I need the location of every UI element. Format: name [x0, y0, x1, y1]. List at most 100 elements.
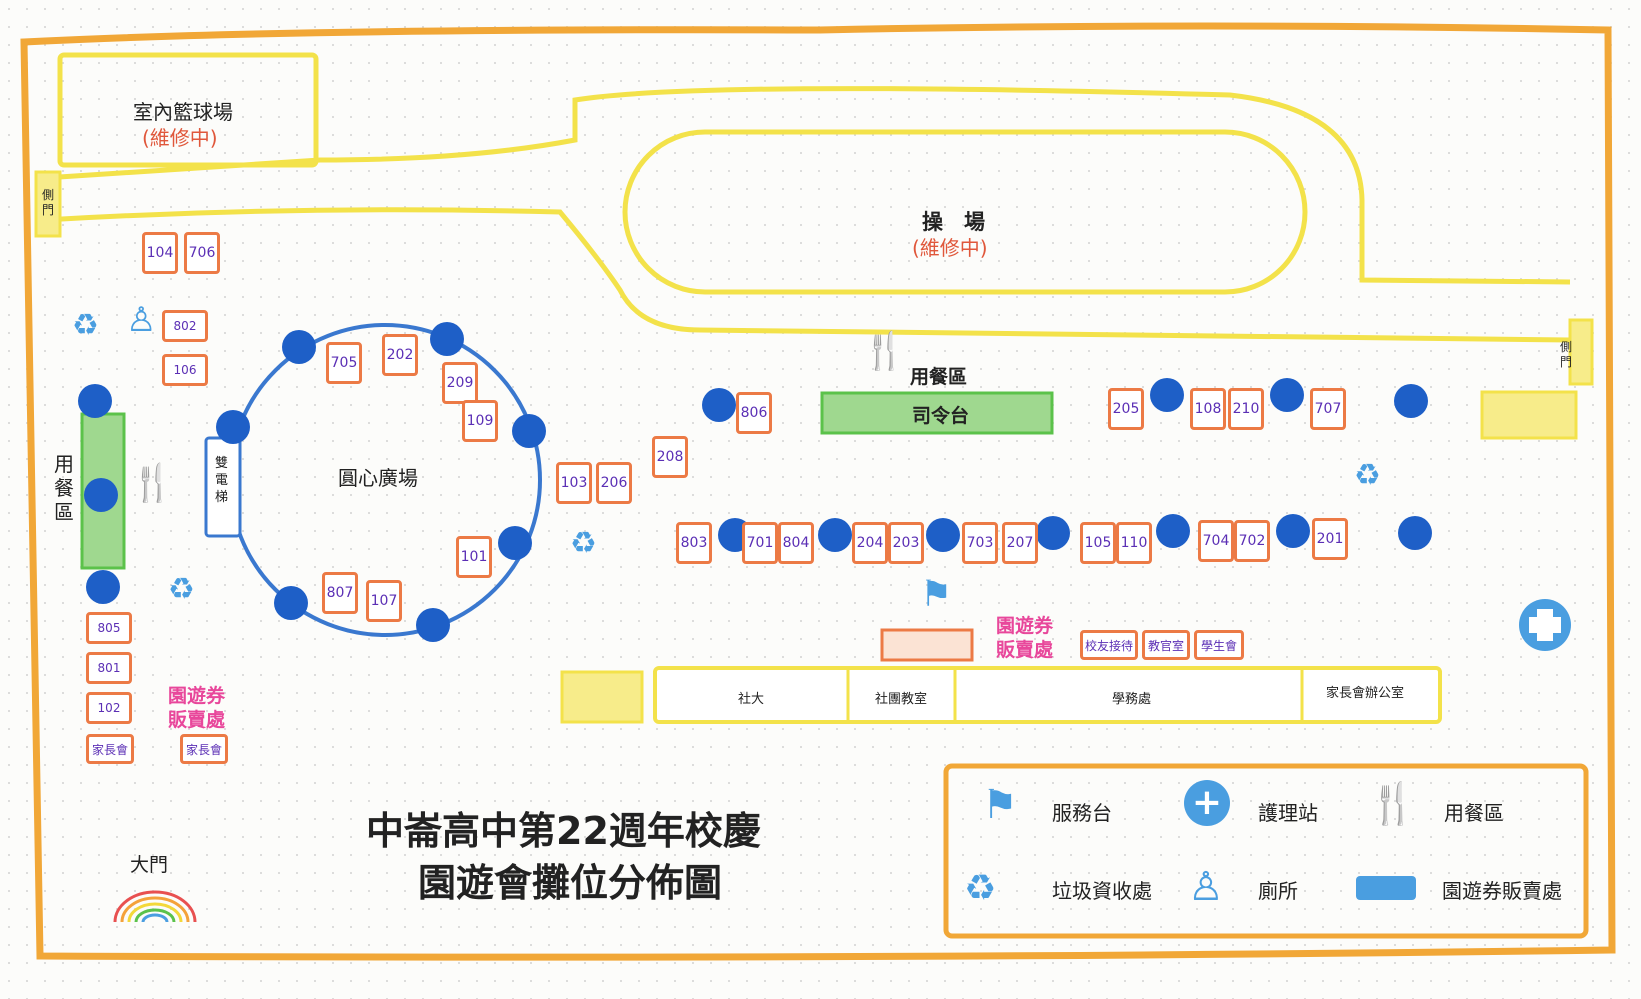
building-strip	[653, 666, 1442, 724]
booth[interactable]: 204	[852, 522, 888, 564]
building-label: 社大	[738, 692, 765, 707]
toilet-box-right	[1480, 390, 1578, 440]
booth[interactable]: 707	[1310, 388, 1346, 430]
track-oval	[622, 129, 1308, 295]
booth[interactable]: 703	[962, 522, 998, 564]
legend-service: 服務台	[1052, 801, 1112, 825]
booth[interactable]: 210	[1228, 388, 1264, 430]
recycle-icon: ♻	[1354, 458, 1381, 493]
booth[interactable]: 105	[1080, 522, 1116, 564]
booth[interactable]: 802	[162, 310, 208, 342]
building-label: 學務處	[1112, 692, 1152, 707]
booth[interactable]: 706	[184, 232, 220, 274]
side-gate-right	[1568, 318, 1594, 386]
stage-label: 司令台	[912, 405, 970, 427]
booth[interactable]: 202	[382, 334, 418, 376]
booth[interactable]: 108	[1190, 388, 1226, 430]
booth-alumni[interactable]: 校友接待	[1080, 630, 1138, 660]
booth[interactable]: 702	[1234, 520, 1270, 562]
booth[interactable]: 806	[736, 392, 772, 434]
map-title-line1: 中崙高中第22週年校慶	[366, 809, 761, 853]
stage-green	[820, 391, 1054, 435]
booth[interactable]: 109	[462, 400, 498, 442]
booth[interactable]: 101	[456, 536, 492, 578]
booth[interactable]: 110	[1116, 522, 1152, 564]
side-gate-left-label: 側門	[42, 188, 55, 217]
booth[interactable]: 805	[86, 612, 132, 644]
path-top-inner	[43, 207, 1571, 343]
service-desk	[880, 628, 974, 662]
recycle-icon: ♻	[964, 868, 997, 909]
booth[interactable]: 701	[742, 522, 778, 564]
booth[interactable]: 104	[142, 232, 178, 274]
booth[interactable]: 103	[556, 462, 592, 504]
tree	[86, 570, 120, 604]
field-label: 操 場	[922, 210, 985, 234]
booth-military[interactable]: 教官室	[1142, 630, 1190, 660]
legend-recycle: 垃圾資收處	[1052, 879, 1152, 903]
recycle-icon: ♻	[168, 572, 195, 607]
booth-student-council[interactable]: 學生會	[1194, 630, 1244, 660]
fork-icon: 🍴	[130, 463, 175, 504]
tree	[78, 384, 112, 418]
tree	[512, 414, 546, 448]
booth[interactable]: 107	[366, 580, 402, 622]
tree	[926, 518, 960, 552]
booth[interactable]: 705	[326, 342, 362, 384]
tree	[1394, 384, 1428, 418]
booth[interactable]: 803	[676, 522, 712, 564]
tree	[1156, 514, 1190, 548]
booth[interactable]: 704	[1198, 520, 1234, 562]
dining-left-label: 用餐區	[54, 452, 74, 524]
tree	[416, 608, 450, 642]
main-gate-label: 大門	[130, 854, 169, 876]
indoor-court-repair: (維修中)	[142, 126, 218, 150]
indoor-court-outline	[57, 52, 319, 168]
flag-icon: ⚑	[982, 782, 1018, 828]
booth[interactable]: 203	[888, 522, 924, 564]
booth[interactable]: 209	[442, 362, 478, 404]
recycle-icon: ♻	[570, 526, 597, 561]
booth[interactable]: 208	[652, 436, 688, 478]
legend-dining: 用餐區	[1444, 801, 1504, 825]
indoor-court-label: 室內籃球場	[133, 100, 233, 124]
booth[interactable]: 102	[86, 692, 132, 724]
booth[interactable]: 206	[596, 462, 632, 504]
fork-icon: 🍴	[1368, 781, 1418, 827]
recycle-icon: ♻	[72, 308, 99, 343]
tree	[818, 518, 852, 552]
tree	[1276, 514, 1310, 548]
building-label: 社團教室	[875, 692, 928, 707]
booth[interactable]: 205	[1108, 388, 1144, 430]
tree	[430, 322, 464, 356]
toilet-icon: ♙	[1188, 864, 1224, 910]
path-top	[43, 86, 1571, 285]
tree	[1270, 378, 1304, 412]
ticket-icon	[1356, 876, 1416, 900]
tree	[498, 526, 532, 560]
tree	[1150, 378, 1184, 412]
rainbow-icon	[113, 890, 197, 923]
booth-parents[interactable]: 家長會	[180, 734, 228, 764]
legend-nurse: 護理站	[1258, 801, 1318, 825]
booth[interactable]: 807	[322, 572, 358, 614]
tree	[702, 388, 736, 422]
booth[interactable]: 207	[1002, 522, 1038, 564]
tree	[1036, 516, 1070, 550]
dining-top-label: 用餐區	[910, 366, 968, 388]
booth[interactable]: 804	[778, 522, 814, 564]
ticket-sales-left: 園遊券販賣處	[168, 685, 226, 731]
side-gate-right-label: 側門	[1560, 340, 1573, 369]
booth[interactable]: 106	[162, 354, 208, 386]
legend-toilet: 廁所	[1258, 879, 1298, 903]
toilet-box-bottom	[560, 670, 644, 724]
flag-icon: ⚑	[920, 574, 953, 615]
booth-parents[interactable]: 家長會	[86, 734, 134, 764]
booth[interactable]: 201	[1312, 518, 1348, 560]
booth[interactable]: 801	[86, 652, 132, 684]
field-repair: (維修中)	[912, 236, 988, 260]
legend-ticket: 園遊券販賣處	[1442, 879, 1562, 903]
fork-icon: 🍴	[862, 331, 907, 372]
plaza-label: 圓心廣場	[338, 466, 418, 490]
